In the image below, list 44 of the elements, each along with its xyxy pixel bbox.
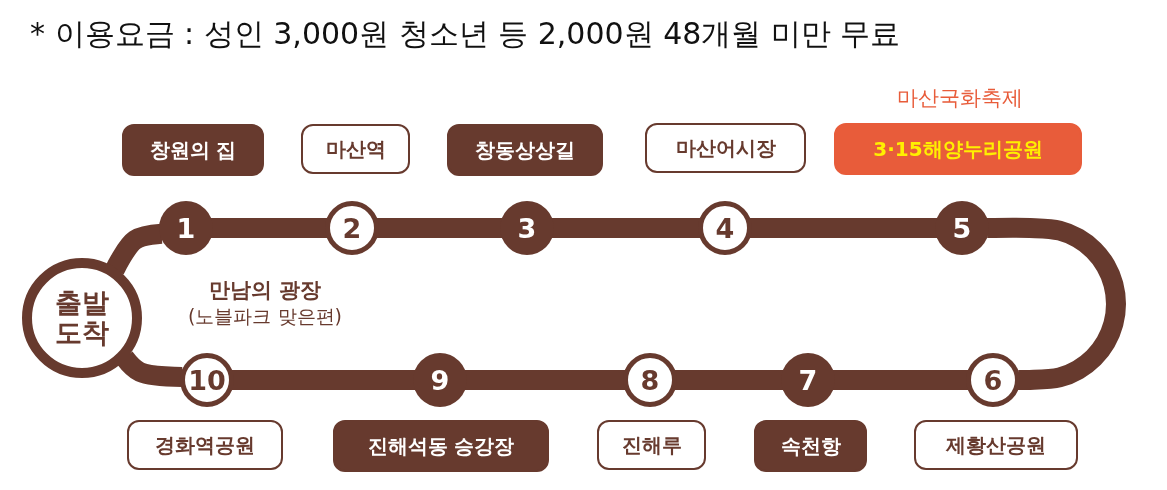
station-number: 6: [983, 366, 1003, 394]
place-box: [597, 420, 706, 470]
festival-label: 마산국화축제: [896, 85, 1024, 112]
station-number: 1: [176, 214, 196, 242]
route-line: [465, 370, 625, 390]
station-number: 5: [952, 214, 972, 242]
station-number: 7: [798, 366, 818, 394]
place-box: [333, 420, 549, 472]
route-line: [750, 218, 937, 238]
route-line: [116, 351, 183, 388]
place-name: 마산어시장: [675, 134, 776, 162]
place-box: [645, 123, 806, 173]
place-name: 진해루: [621, 431, 682, 459]
route-line: [232, 370, 415, 390]
route-line: [833, 370, 968, 390]
fee-note: * 이용요금 : 성인 3,000원 청소년 등 2,000원 48개월 미만 무료: [30, 15, 901, 53]
place-name: 창원의 집: [149, 136, 237, 164]
place-name: 제황산공원: [946, 431, 1046, 459]
place-name: 속천항: [780, 432, 841, 460]
place-box: [914, 420, 1078, 470]
place-name: 3·15해양누리공원: [873, 135, 1043, 163]
station-number: 4: [715, 214, 735, 242]
place-box: [447, 124, 603, 176]
place-name: 진해석동 승강장: [367, 432, 515, 460]
route-line: [675, 370, 783, 390]
place-note: (노블파크 맞은편): [187, 304, 343, 329]
station-number: 2: [342, 214, 362, 242]
place-box: [834, 123, 1082, 175]
route-line: [211, 218, 327, 238]
place-box: [754, 420, 867, 472]
station-number: 3: [517, 214, 537, 242]
place-name: 마산역: [325, 135, 386, 163]
place-box: [122, 124, 264, 176]
place-box: [301, 124, 410, 174]
place-name: 경화역공원: [155, 431, 255, 459]
station-number: 9: [430, 366, 450, 394]
route-line: [552, 218, 700, 238]
start-label: 출발 도착: [54, 288, 110, 348]
station-number: 10: [188, 366, 226, 394]
place-name: 창동상상길: [475, 136, 575, 164]
route-line: [377, 218, 502, 238]
place-box: [127, 420, 283, 470]
place-name: 만남의 광장: [207, 277, 323, 304]
station-number: 8: [640, 366, 660, 394]
